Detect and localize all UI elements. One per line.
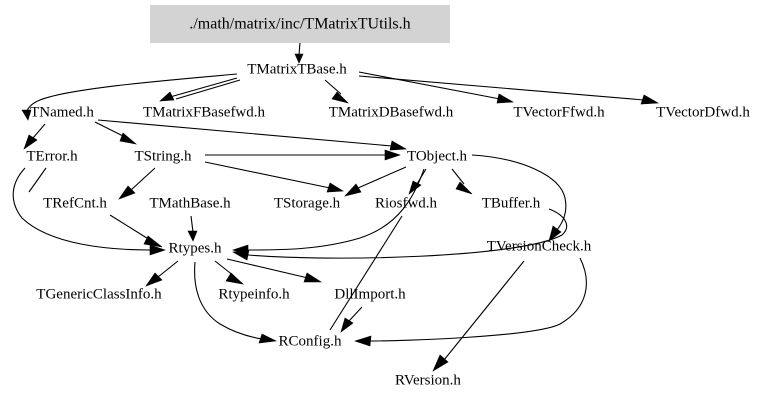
edge-rtypes-to-rtypeinfo: [214, 260, 244, 285]
node-rtypeinfo[interactable]: Rtypeinfo.h: [218, 286, 290, 302]
node-label-tmatrixdbasefwd: TMatrixDBasefwd.h: [329, 104, 454, 120]
node-label-tobject: TObject.h: [407, 148, 468, 164]
edge-tversioncheck-curve-to-rconfig: [354, 257, 587, 347]
node-rversion[interactable]: RVersion.h: [395, 372, 461, 388]
edge-riosfwd-to-rconfig: [329, 215, 403, 331]
edge-tstring-to-tmathbase: [118, 167, 156, 200]
edge-tmatrixtbase-to-tmatrixfbasefwd: [159, 77, 238, 102]
node-rconfig[interactable]: RConfig.h: [279, 333, 342, 349]
edge-tobject-to-tbuffer: [451, 168, 473, 195]
node-tvectordfwd[interactable]: TVectorDfwd.h: [656, 104, 750, 120]
edge-tnamed-to-tobject: [97, 119, 408, 151]
node-label-rversion: RVersion.h: [395, 372, 461, 388]
edge-rtypes-to-rconfig: [194, 261, 278, 344]
edge-tnamed-to-terror: [23, 123, 46, 150]
root-node-box: [150, 5, 450, 43]
edge-tmatrixtbase-to-tvectorffwd: [358, 71, 515, 104]
edge-tobject-to-rtypes: [232, 168, 425, 256]
edge-tmatrixtbase-to-tnamed: [21, 73, 238, 121]
edge-tobject-to-tstorage: [344, 166, 407, 197]
edge-rtypes-to-dllimport: [226, 258, 323, 283]
edge-tversioncheck-to-rversion: [432, 260, 525, 372]
nodes-layer: ./math/matrix/inc/TMatrixTUtils.h TMatri…: [26, 5, 750, 388]
node-label-rconfig: RConfig.h: [279, 333, 342, 349]
edge-tmatrixtbase-to-tmatrixdbasefwd: [324, 79, 349, 104]
node-label-trefcnt: TRefCnt.h: [43, 195, 107, 211]
root-node-label: ./math/matrix/inc/TMatrixTUtils.h: [189, 16, 410, 33]
node-tstring[interactable]: TString.h: [134, 148, 192, 164]
node-tobject[interactable]: TObject.h: [407, 148, 468, 164]
edge-trefcnt-to-rtypes: [109, 214, 163, 248]
node-label-terror: TError.h: [26, 148, 78, 164]
node-label-tmathbase: TMathBase.h: [149, 195, 231, 211]
edge-tobject-to-riosfwd: [408, 168, 427, 195]
node-label-tmatrixtbase: TMatrixTBase.h: [247, 61, 347, 77]
node-tversioncheck[interactable]: TVersionCheck.h: [487, 238, 592, 254]
node-tvectorffwd[interactable]: TVectorFfwd.h: [513, 104, 605, 120]
edge-terror-to-trefcnt: [28, 167, 47, 193]
node-label-tbuffer: TBuffer.h: [482, 195, 541, 211]
edge-tmatrixtbase-to-tnamed-branch: [175, 79, 241, 100]
node-label-tgenericclassinfo: TGenericClassInfo.h: [36, 286, 162, 302]
node-tmatrixdbasefwd[interactable]: TMatrixDBasefwd.h: [329, 104, 454, 120]
node-tbuffer[interactable]: TBuffer.h: [482, 195, 541, 211]
node-label-rtypes: Rtypes.h: [169, 240, 222, 256]
node-tgenericclassinfo[interactable]: TGenericClassInfo.h: [36, 286, 162, 302]
edge-tmatrixtbase-to-tvectordfwd: [358, 75, 660, 105]
node-riosfwd[interactable]: Riosfwd.h: [375, 195, 438, 211]
edge-tbuffer-to-rtypes: [232, 208, 568, 261]
edge-tstring-to-tstorage: [204, 161, 344, 193]
edge-root-to-tmatrixtbase: [294, 41, 304, 64]
node-label-tstorage: TStorage.h: [274, 195, 341, 211]
node-tmatrixtbase[interactable]: TMatrixTBase.h: [247, 61, 347, 77]
node-label-tnamed: TNamed.h: [30, 104, 94, 120]
node-label-tvectorffwd: TVectorFfwd.h: [513, 104, 605, 120]
node-label-rtypeinfo: Rtypeinfo.h: [218, 286, 290, 302]
edge-tobject-to-tversioncheck: [471, 154, 567, 242]
edge-tmathbase-to-rtypes: [187, 215, 198, 242]
edge-tnamed-to-tstring: [94, 121, 138, 145]
edge-rtypes-to-tgenericclassinfo: [145, 260, 179, 287]
node-rtypes[interactable]: Rtypes.h: [169, 240, 222, 256]
node-tmatrixfbasefwd[interactable]: TMatrixFBasefwd.h: [143, 104, 266, 120]
edge-terror-to-rtypes: [12, 167, 166, 256]
node-label-dllimport: DllImport.h: [334, 286, 406, 302]
node-tstorage[interactable]: TStorage.h: [274, 195, 341, 211]
node-root[interactable]: ./math/matrix/inc/TMatrixTUtils.h: [150, 5, 450, 43]
node-tmathbase[interactable]: TMathBase.h: [149, 195, 231, 211]
node-terror[interactable]: TError.h: [26, 148, 78, 164]
node-tnamed[interactable]: TNamed.h: [30, 104, 94, 120]
node-label-tvectordfwd: TVectorDfwd.h: [656, 104, 750, 120]
node-trefcnt[interactable]: TRefCnt.h: [43, 195, 107, 211]
node-label-tversioncheck: TVersionCheck.h: [487, 238, 592, 254]
node-dllimport[interactable]: DllImport.h: [334, 286, 406, 302]
node-label-tstring: TString.h: [134, 148, 192, 164]
edges-layer: [12, 41, 660, 372]
node-label-tmatrixfbasefwd: TMatrixFBasefwd.h: [143, 104, 266, 120]
edge-tstring-to-tobject: [205, 149, 401, 161]
edge-dllimport-to-rconfig: [340, 306, 363, 333]
node-label-riosfwd: Riosfwd.h: [375, 195, 438, 211]
